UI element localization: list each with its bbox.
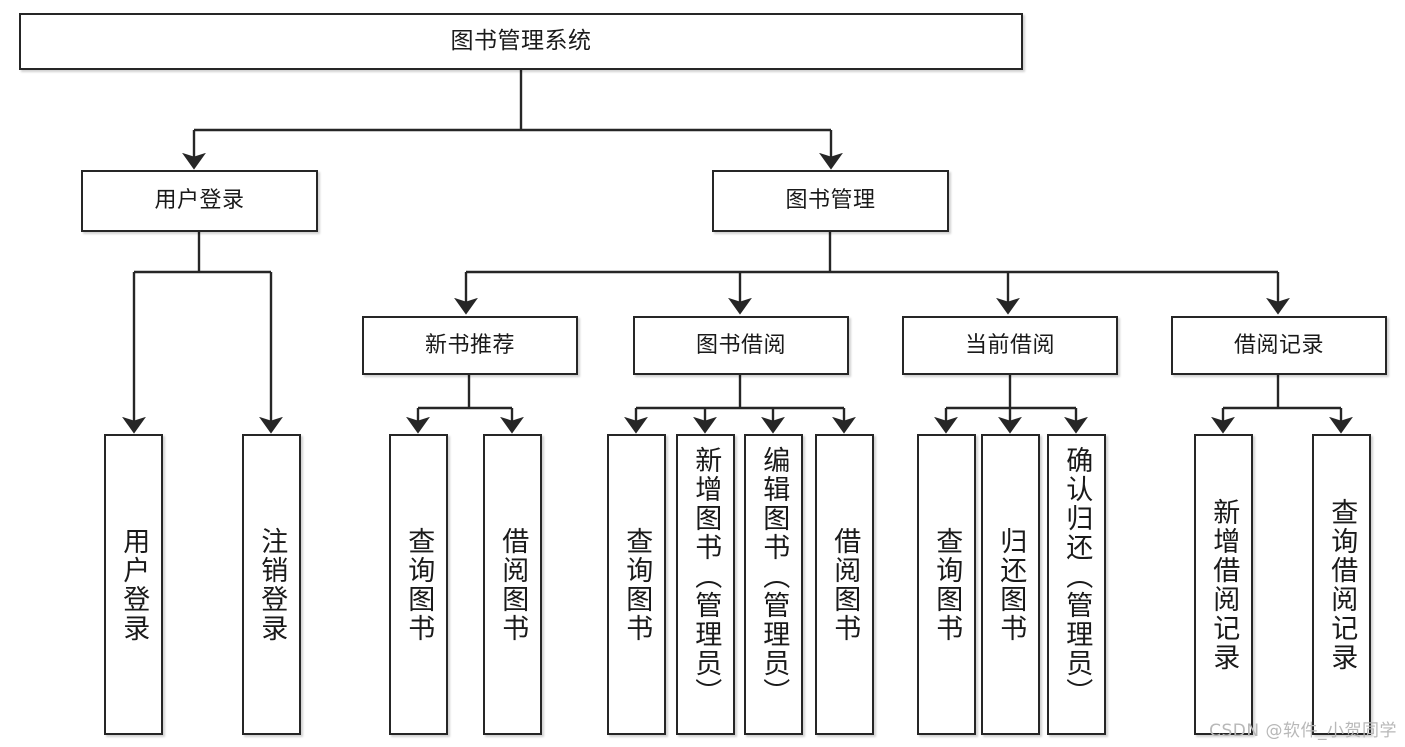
node-leaf-user-logout[interactable]: 注销登录: [242, 434, 301, 735]
node-leaf-user-login[interactable]: 用户登录: [104, 434, 163, 735]
node-label: 确认归还（管理员）: [1061, 446, 1093, 707]
node-label: 新书推荐: [424, 332, 515, 358]
node-label: 借阅图书: [829, 526, 861, 643]
watermark: CSDN @软件_小贺同学: [1209, 721, 1397, 741]
node-book-management[interactable]: 图书管理: [712, 170, 949, 232]
node-label: 新增图书（管理员）: [690, 446, 722, 707]
node-label: 查询图书: [403, 526, 435, 643]
node-leaf-borrow-book-2[interactable]: 借阅图书: [815, 434, 874, 735]
node-label: 当前借阅: [964, 332, 1055, 358]
node-leaf-edit-book[interactable]: 编辑图书（管理员）: [744, 434, 803, 735]
node-label: 图书借阅: [695, 332, 786, 358]
node-label: 查询图书: [931, 526, 963, 643]
node-book-borrow[interactable]: 图书借阅: [633, 316, 849, 375]
node-leaf-add-record[interactable]: 新增借阅记录: [1194, 434, 1253, 735]
node-leaf-confirm-return[interactable]: 确认归还（管理员）: [1047, 434, 1106, 735]
node-new-book-recommend[interactable]: 新书推荐: [362, 316, 578, 375]
node-label: 归还图书: [995, 526, 1027, 643]
node-label: 编辑图书（管理员）: [758, 446, 790, 707]
node-label: 图书管理: [785, 188, 876, 214]
node-label: 用户登录: [118, 526, 150, 643]
node-leaf-add-book[interactable]: 新增图书（管理员）: [676, 434, 735, 735]
node-label: 用户登录: [154, 188, 245, 214]
node-label: 借阅记录: [1233, 332, 1324, 358]
node-label: 查询借阅记录: [1326, 497, 1358, 672]
node-leaf-return-book[interactable]: 归还图书: [981, 434, 1040, 735]
node-borrow-record[interactable]: 借阅记录: [1171, 316, 1387, 375]
node-book-management-system[interactable]: 图书管理系统: [19, 13, 1023, 70]
node-user-login[interactable]: 用户登录: [81, 170, 318, 232]
node-leaf-borrow-book-1[interactable]: 借阅图书: [483, 434, 542, 735]
node-label: 注销登录: [256, 526, 288, 643]
node-label: 查询图书: [621, 526, 653, 643]
node-leaf-query-book-1[interactable]: 查询图书: [389, 434, 448, 735]
node-label: 新增借阅记录: [1208, 497, 1240, 672]
node-leaf-query-record[interactable]: 查询借阅记录: [1312, 434, 1371, 735]
node-current-borrow[interactable]: 当前借阅: [902, 316, 1118, 375]
node-label: 借阅图书: [497, 526, 529, 643]
node-leaf-query-book-2[interactable]: 查询图书: [607, 434, 666, 735]
node-label: 图书管理系统: [450, 28, 592, 55]
node-leaf-query-book-3[interactable]: 查询图书: [917, 434, 976, 735]
